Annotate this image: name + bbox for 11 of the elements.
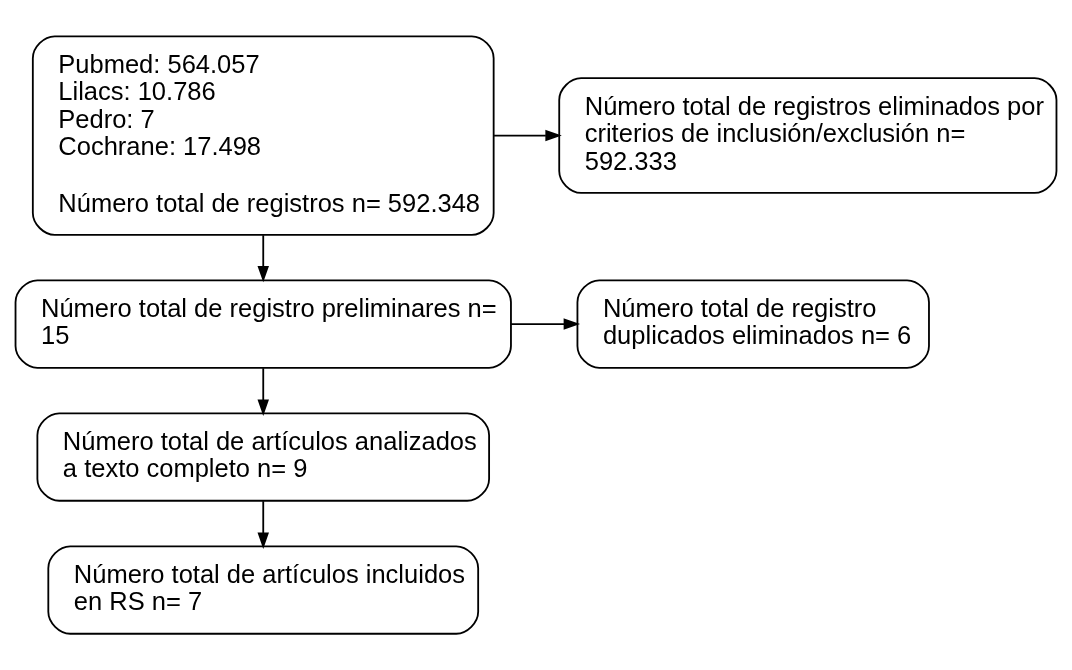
- node-box: Número total de artículos incluidos en RS n= 7: [47, 545, 480, 635]
- arrow: [493, 129, 562, 142]
- arrow: [510, 318, 581, 330]
- node-box: Número total de registros eliminados por criterios de inclusión/exclusión n= 592.333: [558, 77, 1058, 194]
- node-box: Pubmed: 564.057 Lilacs: 10.786 Pedro: 7 Cochrane: 17.498 Número total de registros n= 592.348: [31, 35, 495, 236]
- node-box: Número total de registro preliminares n= 15: [14, 279, 512, 369]
- node-box: Número total de artículos analizados a texto completo n= 9: [36, 412, 490, 502]
- arrow: [257, 500, 269, 549]
- arrow: [257, 367, 269, 416]
- node-box: Número total de registro duplicados eliminados n= 6: [576, 279, 930, 369]
- arrow: [257, 234, 269, 283]
